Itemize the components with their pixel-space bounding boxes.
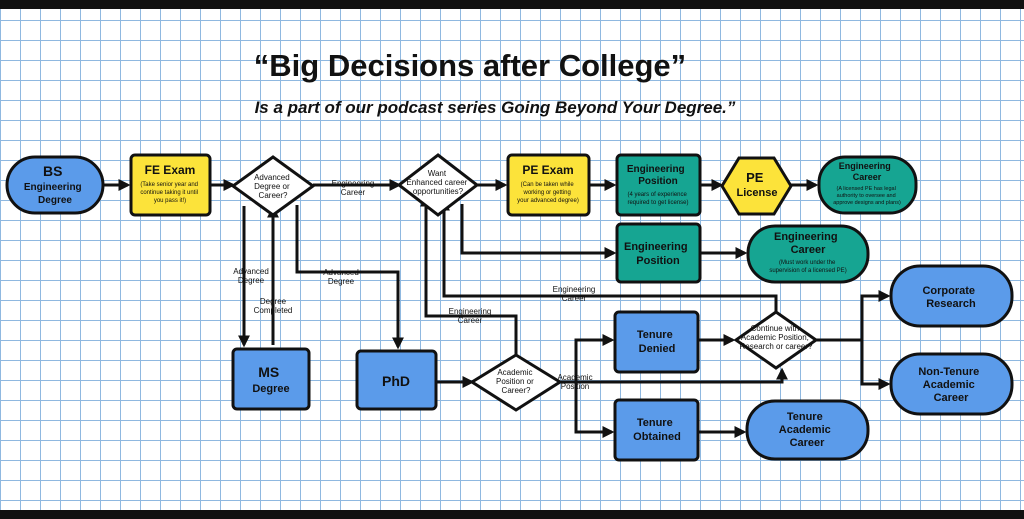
node-engineering-position-2: Engineering Position [615, 222, 702, 284]
edge-want-to-position2 [460, 204, 617, 259]
node-non-tenure-academic-career: Non-Tenure Academic Career [889, 352, 1014, 416]
edge-academic-to-continue [560, 367, 788, 384]
node-tenure-career-label: Tenure Academic Career [779, 407, 835, 449]
node-ms-degree: MS Degree [231, 347, 311, 411]
node-position1-note: (4 years of experience required to get l… [627, 192, 688, 206]
edges [103, 179, 891, 438]
node-fe-note: (Take senior year and continue taking it… [140, 182, 199, 204]
node-obtained-label: Tenure Obtained [633, 413, 681, 443]
bottom-frame-bar [0, 510, 1024, 519]
node-bs-engineering-degree: BS Engineering Degree [5, 155, 105, 215]
diagram-subtitle: Is a part of our podcast series Going Be… [254, 98, 736, 117]
edge-continue-to-want [438, 198, 778, 316]
node-pe-exam: PE Exam (Can be taken while working or g… [506, 153, 591, 217]
edge-continue-to-corporate [815, 290, 891, 342]
node-engineering-position-1: Engineering Position (4 years of experie… [615, 153, 702, 217]
node-tenure-denied: Tenure Denied [613, 310, 700, 374]
node-engineering-career-2: Engineering Career (Must work under the … [746, 224, 870, 284]
node-bs-label: BS Engineering Degree [24, 163, 86, 206]
node-license-label: PE License [737, 169, 778, 199]
node-academic-label: Academic Position or Career? [496, 368, 536, 395]
node-advanced-degree-decision: Advanced Degree or Career? [230, 155, 316, 217]
node-career1-label: Engineering Career [839, 156, 895, 182]
node-corporate-label: Corporate Research [922, 281, 979, 310]
node-want-label: Want Enhanced career opportunities? [406, 169, 469, 196]
edge-advanced-to-phd [295, 205, 404, 350]
top-frame-bar [0, 0, 1024, 9]
node-advanced-label: Advanced Degree or Career? [254, 173, 292, 200]
node-career2-label: Engineering Career [774, 227, 842, 256]
node-pe-exam-label: PE Exam [522, 163, 573, 177]
node-pe-license: PE License [720, 156, 793, 216]
node-fe-label: FE Exam [145, 163, 196, 177]
edge-academic-to-tenure-obtained [574, 382, 615, 438]
node-career1-note: (A licensed PE has legal authority to ov… [833, 186, 901, 206]
edge-continue-to-nontenure [860, 340, 891, 390]
node-position1-label: Engineering Position [627, 159, 689, 187]
node-phd: PhD [355, 349, 438, 411]
node-ms-label: MS Degree [252, 364, 289, 395]
node-phd-label: PhD [382, 373, 410, 389]
node-tenure-academic-career: Tenure Academic Career [745, 399, 870, 461]
node-engineering-career-1: Engineering Career (A licensed PE has le… [817, 155, 918, 215]
node-fe-exam: FE Exam (Take senior year and continue t… [129, 153, 212, 217]
node-non-tenure-label: Non-Tenure Academic Career [918, 362, 983, 404]
node-pe-exam-note: (Can be taken while working or getting y… [517, 182, 579, 204]
diagram-title: “Big Decisions after College” [253, 48, 687, 83]
node-position2-label: Engineering Position [624, 237, 692, 267]
node-want-enhanced-decision: Want Enhanced career opportunities? [396, 153, 480, 217]
node-tenure-obtained: Tenure Obtained [613, 398, 700, 462]
node-continue-decision: Continue with Academic Position, Researc… [733, 310, 819, 370]
node-career2-note: (Must work under the supervision of a li… [769, 260, 846, 274]
edge-academic-to-want [420, 194, 518, 360]
edge-academic-to-tenure-branch [574, 334, 615, 382]
node-corporate-research: Corporate Research [889, 264, 1014, 328]
node-continue-label: Continue with Academic Position, Researc… [740, 324, 813, 351]
node-academic-decision: Academic Position or Career? [469, 353, 563, 412]
node-denied-label: Tenure Denied [637, 325, 677, 355]
